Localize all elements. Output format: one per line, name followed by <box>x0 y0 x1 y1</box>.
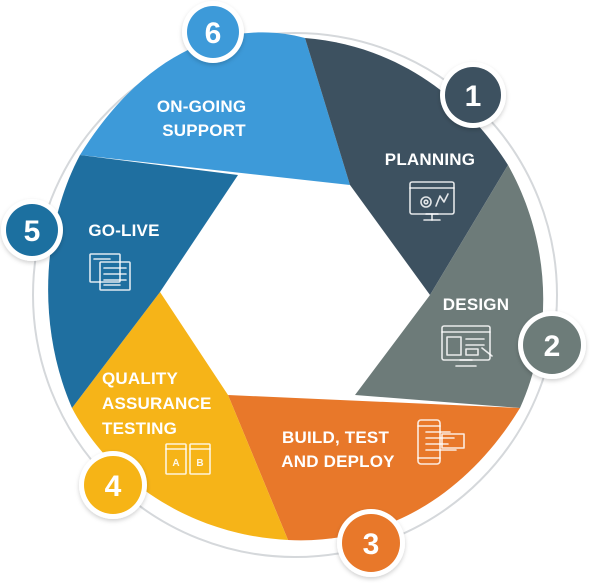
segment-2-design[interactable] <box>355 165 544 408</box>
segments <box>48 32 544 541</box>
segment-1-planning[interactable] <box>305 38 508 295</box>
badge-3[interactable]: 3 <box>337 509 405 577</box>
mobile-code-icon <box>417 419 465 465</box>
ab-test-icon: A B <box>165 443 211 475</box>
label-build-test-deploy: BUILD, TEST AND DEPLOY <box>281 428 395 471</box>
ab-left-label: A <box>172 458 179 469</box>
label-ongoing-support: ON-GOING SUPPORT <box>157 97 251 140</box>
badge-5-number: 5 <box>24 215 41 248</box>
badge-2-number: 2 <box>544 330 561 363</box>
label-planning: PLANNING <box>385 150 475 169</box>
badge-6-number: 6 <box>205 17 222 50</box>
badge-5[interactable]: 5 <box>1 199 63 261</box>
label-design: DESIGN <box>443 295 509 314</box>
segment-6-ongoing-support[interactable] <box>80 32 350 185</box>
badge-4[interactable]: 4 <box>79 451 147 519</box>
badge-2[interactable]: 2 <box>518 311 586 379</box>
monitor-gear-icon <box>409 181 455 221</box>
documents-icon <box>89 253 131 291</box>
outer-ring <box>32 32 558 558</box>
segment-labels: ON-GOING SUPPORT PLANNING DESIGN BUILD, … <box>88 97 509 471</box>
monitor-layout-icon <box>441 325 493 367</box>
segment-5-go-live[interactable] <box>48 155 239 408</box>
badge-3-number: 3 <box>363 528 380 561</box>
ab-right-label: B <box>196 458 203 469</box>
badge-4-number: 4 <box>105 470 122 503</box>
segment-4-quality-assurance[interactable] <box>72 292 288 540</box>
badge-6[interactable]: 6 <box>182 1 244 63</box>
label-go-live: GO-LIVE <box>88 221 159 240</box>
label-quality-assurance: QUALITY ASSURANCE TESTING <box>102 369 216 438</box>
number-badges: 6 1 2 3 4 5 <box>1 1 586 577</box>
badge-1[interactable]: 1 <box>440 62 506 128</box>
badge-1-number: 1 <box>465 80 482 113</box>
